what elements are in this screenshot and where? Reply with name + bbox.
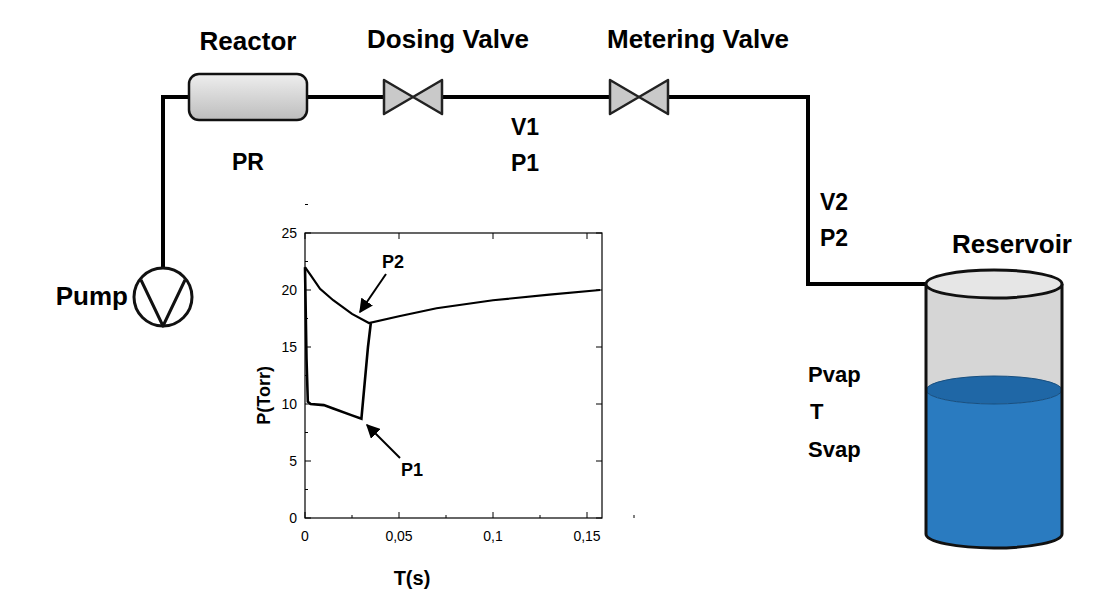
liquid-reservoir-outline [926,270,1062,548]
tick-label: 20 [281,282,297,298]
metering-valve: Metering Valve [610,80,668,114]
temperature-label: T [810,399,823,424]
tick-label: 5 [289,453,297,469]
pressure-label: P1 [511,150,539,176]
plot-frame [305,233,602,518]
dosing-valve-outline [384,80,442,114]
reactor-vessel: Reactor [188,73,308,121]
volume-label: V2 [820,189,848,215]
tick-label: 15 [281,339,297,355]
dosing-valve: Dosing Valve [384,80,442,114]
tick-label: 0,05 [385,528,412,544]
vacuum-pump: Pump [133,267,193,327]
component-label: Reservoir [952,230,1072,260]
component-label: Dosing Valve [367,25,529,55]
metering-valve-symbol [610,80,668,114]
curve-label: P1 [401,460,423,481]
reactor-vessel-symbol [189,74,307,120]
pipe-line [668,97,926,284]
leader-arrow [367,425,400,458]
tick-label: 0 [301,528,309,544]
tick-label: 25 [281,225,297,241]
pressure-label: PR [232,149,264,175]
axis-ticks [305,205,634,519]
leader-arrow [360,274,386,312]
tick-label: 0 [289,510,297,526]
axis-title: T(s) [394,567,431,590]
pipe-line [442,95,610,99]
component-label: Metering Valve [607,25,789,55]
tick-label: 10 [281,396,297,412]
pipe-line [163,97,188,267]
component-label: Pump [56,282,128,312]
axis-title: P(Torr) [254,366,275,425]
liquid-reservoir: Reservoir [926,270,1062,548]
volume-label: V1 [511,114,539,140]
p1-curve [305,267,371,419]
tick-label: 0,15 [573,528,600,544]
metering-valve-outline [610,80,668,114]
liquid-reservoir-symbol [926,270,1062,548]
vapour-entropy-label: Svap [808,437,861,462]
reactor-vessel-outline [188,73,308,121]
curve-label: P2 [382,252,404,273]
vapour-pressure-label: Pvap [808,362,861,387]
pressure-label: P2 [820,225,848,251]
dosing-valve-symbol [384,80,442,114]
vacuum-pump-symbol [134,268,192,326]
pipe-line [308,95,384,99]
p2-curve [305,267,600,323]
tick-label: 0,1 [483,528,502,544]
component-label: Reactor [200,27,297,57]
vacuum-pump-outline [133,267,193,327]
